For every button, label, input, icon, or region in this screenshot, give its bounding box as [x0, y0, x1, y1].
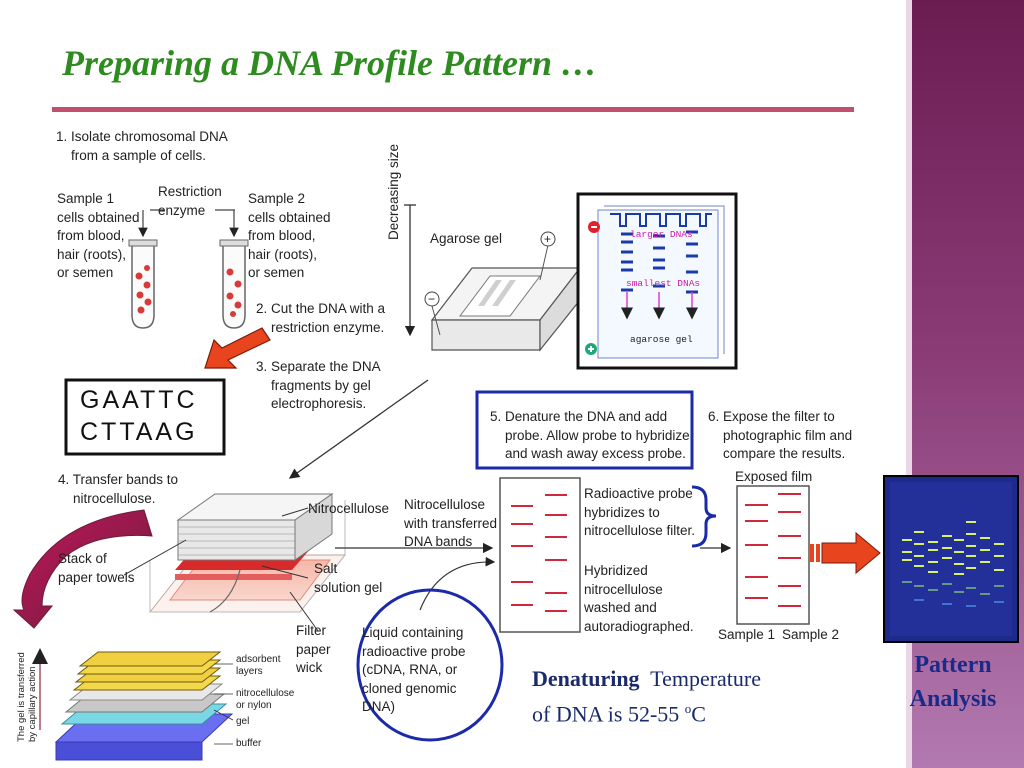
larger-dnas-label: larger DNAs: [630, 229, 693, 240]
step-5-text: 5. Denature the DNA and add probe. Allow…: [490, 409, 690, 461]
step5-highlight: [475, 390, 694, 470]
sample-2-label: Sample 2 cells obtained from blood, hair…: [248, 191, 331, 280]
buffer-label: buffer: [236, 738, 262, 749]
temperature-unit: C: [691, 701, 706, 727]
denaturing-word: Denaturing: [532, 666, 640, 691]
liquid-probe-label: Liquid containing radioactive probe (cDN…: [362, 625, 466, 714]
nitrocellulose-nylon-label: nitrocellulose or nylon: [236, 688, 295, 711]
smallest-dnas-label: smallest DNAs: [626, 278, 701, 289]
capillary-action-label: The gel is transferred by capillary acti…: [16, 652, 38, 742]
pattern-analysis-label: Pattern Analysis: [909, 652, 997, 712]
probe-brace: [691, 485, 717, 548]
decreasing-size-label: Decreasing size: [386, 143, 401, 240]
radioactive-probe-label: Radioactive probe hybridizes to nitrocel…: [584, 486, 696, 538]
sample-1-film-label: Sample 1: [718, 627, 776, 642]
adsorbent-layers-label: adsorbent layers: [236, 654, 281, 677]
agarose-gel-label: Agarose gel: [430, 231, 503, 246]
paper-towels-label: Stack of paper towels: [58, 551, 135, 585]
curved-arrow-to-blot: [12, 509, 153, 629]
nitrocellulose-label: Nitrocellulose: [308, 501, 390, 516]
exposed-film-label: Exposed film: [735, 469, 813, 484]
minus-symbol: −: [428, 292, 436, 306]
step-4-text: 4. Transfer bands to nitrocellulose.: [58, 472, 179, 506]
step-6-text: 6. Expose the filter to photographic fil…: [708, 409, 853, 461]
plus-symbol: +: [544, 232, 552, 246]
filter-paper-label: Filter paper wick: [296, 623, 331, 675]
gel-box: [424, 231, 582, 352]
step-1-text: 1. Isolate chromosomal DNA from a sample…: [56, 129, 228, 163]
temperature-range: of DNA is 52-55: [532, 701, 685, 727]
orange-arrow-to-sequence: [204, 327, 271, 369]
salt-solution-label: Salt solution gel: [314, 561, 383, 595]
agarose-gel-inset-label: agarose gel: [630, 334, 693, 345]
sequence-bottom: CTTAAG: [80, 418, 198, 446]
test-tube-sample-2: [219, 239, 249, 329]
sample-2-film-label: Sample 2: [782, 627, 840, 642]
sidebar-edge: [906, 0, 912, 768]
degree-sup: o: [684, 701, 692, 716]
slide-title: Preparing a DNA Profile Pattern …: [62, 43, 598, 83]
capillary-blot-diagram: [32, 648, 234, 761]
exposed-film: [736, 485, 810, 625]
orange-arrow-to-pattern: [810, 531, 881, 575]
dna-pattern-photo: [883, 475, 1019, 643]
restriction-enzyme-label: Restriction enzyme: [158, 184, 222, 218]
gel-inset: [585, 205, 725, 359]
probe-circle: [356, 588, 504, 742]
title-rule: [52, 107, 854, 112]
temperature-word: Temperature: [650, 666, 762, 691]
step-3-text: 3. Separate the DNA fragments by gel ele…: [256, 359, 381, 411]
test-tube-sample-1: [128, 239, 158, 329]
denaturing-temperature-note: Denaturing Temperature of DNA is 52-55 o…: [532, 664, 761, 729]
nitrocellulose-filter: [499, 477, 581, 633]
hybridized-label: Hybridized nitrocellulose washed and aut…: [584, 563, 694, 634]
sample-1-label: Sample 1 cells obtained from blood, hair…: [57, 191, 140, 280]
nitrocellulose-transferred-label: Nitrocellulose with transferred DNA band…: [404, 497, 498, 549]
step-2-text: 2. Cut the DNA with a restriction enzyme…: [256, 301, 386, 335]
sequence-top: GAATTC: [80, 386, 198, 414]
sequence-box: [64, 378, 226, 456]
gel-layer-label: gel: [236, 716, 250, 727]
blotting-apparatus: [123, 493, 347, 632]
